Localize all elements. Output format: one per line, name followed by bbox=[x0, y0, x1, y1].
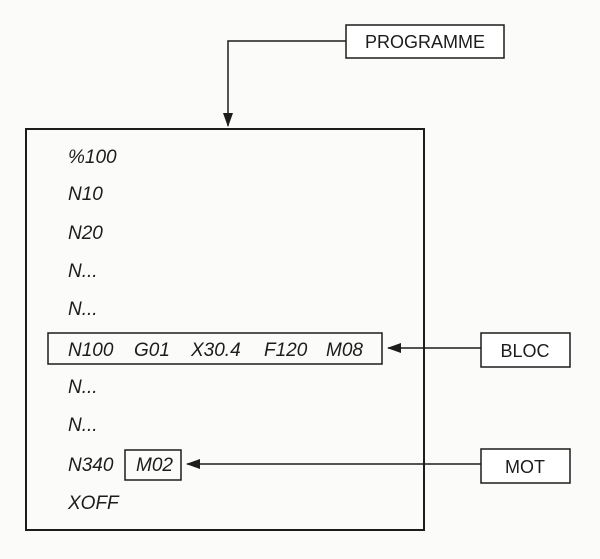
program-line: N... bbox=[68, 377, 98, 398]
programme-connector-arrow bbox=[223, 40, 346, 127]
bloc-label-box bbox=[480, 332, 571, 368]
mot-line-prefix: N340 bbox=[68, 455, 114, 476]
program-line: %100 bbox=[68, 147, 117, 168]
bloc-word-x30-4: X30.4 bbox=[190, 340, 241, 361]
programme-label-box bbox=[345, 24, 505, 59]
program-line: N... bbox=[68, 415, 98, 436]
mot-label: MOT bbox=[505, 457, 545, 477]
program-line: N... bbox=[68, 299, 98, 320]
bloc-word-g01: G01 bbox=[134, 340, 170, 361]
mot-label-box bbox=[480, 448, 571, 484]
program-line: N20 bbox=[68, 223, 103, 244]
program-line: XOFF bbox=[67, 493, 120, 514]
mot-word: M02 bbox=[136, 455, 173, 476]
program-frame bbox=[25, 128, 425, 531]
bloc-word-f120: F120 bbox=[264, 340, 308, 361]
bloc-highlight-box bbox=[47, 332, 383, 365]
bloc-label: BLOC bbox=[500, 341, 549, 361]
bloc-word-n100: N100 bbox=[68, 340, 114, 361]
programme-label: PROGRAMME bbox=[365, 32, 485, 52]
bloc-word-m08: M08 bbox=[326, 340, 363, 361]
program-line: N... bbox=[68, 261, 98, 282]
program-line: N10 bbox=[68, 184, 103, 205]
mot-highlight-box bbox=[124, 449, 182, 481]
